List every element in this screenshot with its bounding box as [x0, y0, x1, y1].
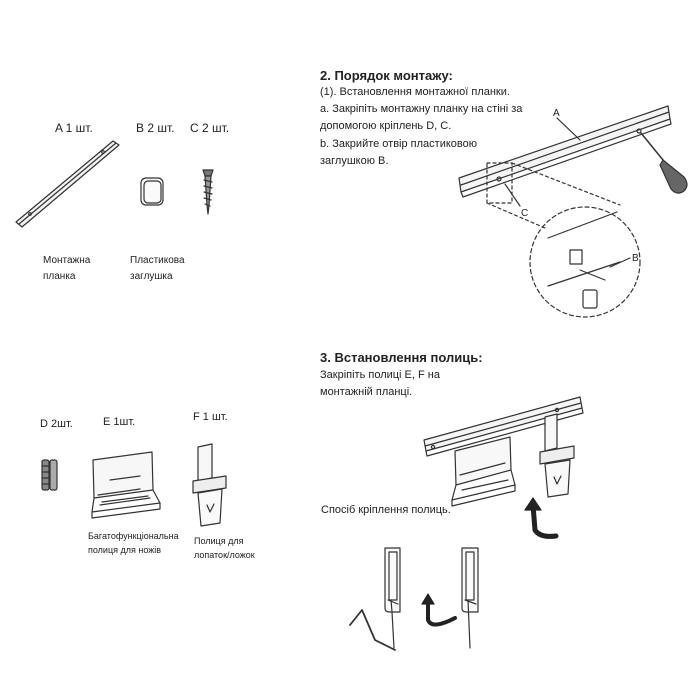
section2-line3: допомогою кріплень D, C.	[320, 120, 452, 132]
shelves-on-rail-assembly	[423, 396, 584, 539]
section2-line4: b. Закрийте отвір пластиковою	[320, 138, 477, 150]
screw-part-c	[202, 169, 214, 215]
wall-rail-assembly	[458, 105, 688, 318]
part-f-label: F 1 шт.	[193, 411, 228, 423]
section2-title: 2. Порядок монтажу:	[320, 68, 453, 83]
part-e-label: E 1шт.	[103, 416, 136, 428]
part-a-label: A 1 шт.	[55, 121, 93, 135]
section3-title: 3. Встановлення полиць:	[320, 350, 483, 365]
part-b-name-2: заглушка	[130, 271, 173, 282]
plastic-cap-part-b	[140, 177, 164, 206]
section2-line1: (1). Встановлення монтажної планки.	[320, 86, 510, 98]
wall-plugs-part-d	[41, 459, 58, 491]
section3-line2: монтажній планці.	[320, 386, 413, 398]
callout-c: C	[521, 208, 529, 219]
part-e-name-2: полиця для ножів	[88, 545, 162, 555]
mounting-rail-part-a	[15, 140, 120, 228]
part-a-name-1: Монтажна	[43, 255, 91, 266]
section3-line1: Закріпіть полиці E, F на	[320, 369, 440, 381]
knife-shelf-part-e	[91, 451, 161, 519]
part-c-label: C 2 шт.	[190, 121, 230, 135]
section2-line5: заглушкою B.	[320, 155, 389, 167]
part-d-label: D 2шт.	[40, 418, 73, 430]
part-a-name-2: планка	[43, 271, 76, 282]
part-f-name-2: лопаток/ложок	[194, 550, 255, 560]
callout-b: B	[632, 253, 639, 264]
mounting-method-diagram	[349, 547, 479, 651]
callout-a: A	[553, 108, 560, 119]
utensil-shelf-part-f	[192, 443, 227, 527]
section2-line2: a. Закріпіть монтажну планку на стіні за	[320, 103, 523, 115]
part-e-name-1: Багатофункціональна	[88, 531, 179, 541]
part-b-name-1: Пластикова	[130, 255, 185, 266]
mounting-method-label: Спосіб кріплення полиць.	[321, 504, 451, 516]
part-b-label: B 2 шт.	[136, 121, 175, 135]
part-f-name-1: Полиця для	[194, 536, 244, 546]
